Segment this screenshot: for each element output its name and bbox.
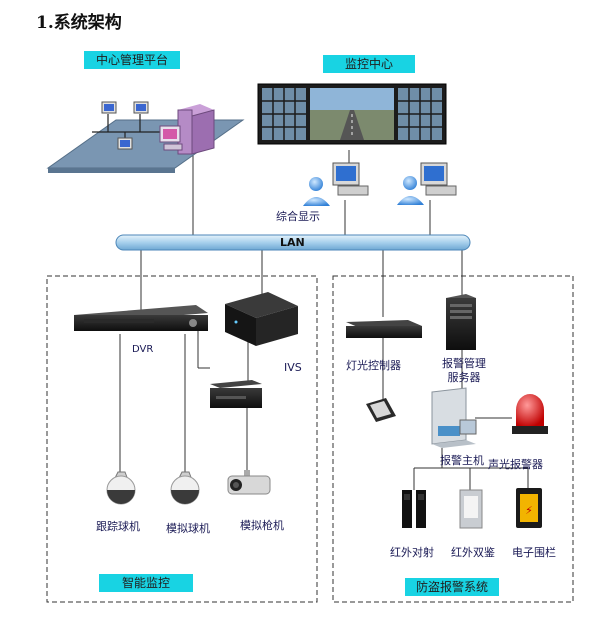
electric-fence-icon: ⚡ [516,488,542,528]
server-tower-icon [159,104,215,155]
dual-detector-icon [459,489,483,529]
platform-icon [46,101,245,173]
electric-fence-label: 电子围栏 [512,546,556,559]
analog-dome-camera-icon [170,471,200,505]
alarm-host-label: 报警主机 [440,454,484,467]
light-controller-label: 灯光控制器 [346,359,401,372]
alarm-server-icon [446,294,476,350]
light-controller-icon [346,320,422,338]
floodlight-icon [366,398,396,422]
dvr-label: DVR [132,344,154,355]
smart-monitor-label: 智能监控 [99,574,193,592]
display-label: 综合显示 [276,210,320,223]
lan-label: LAN [280,236,305,249]
monitor-center-label: 监控中心 [323,55,415,73]
alarm-system-label: 防盗报警系统 [405,578,499,596]
dvr-icon [74,305,208,331]
dual-detector-label: 红外双鉴 [451,546,495,559]
user-workstation-icon-2 [397,162,457,205]
video-wall-icon [257,83,447,145]
user-workstation-icon-1 [303,162,369,206]
analog-gun-label: 模拟枪机 [240,519,284,532]
siren-icon [512,394,548,434]
connection-lines [119,150,529,490]
ivs-label: IVS [284,361,302,374]
tracking-dome-camera-icon [106,471,136,505]
alarm-system-group [332,275,574,603]
center-platform-label: 中心管理平台 [84,51,180,69]
infrared-beam-label: 红外对射 [390,546,434,559]
ivs-icon [225,292,298,346]
analog-gun-camera-icon [227,470,271,495]
tracking-dome-label: 跟踪球机 [96,520,140,533]
lan-bus [115,234,471,251]
infrared-beam-icon [402,490,426,528]
alarm-server-label: 报警管理服务器 [442,357,486,384]
alarm-host-icon [431,387,477,448]
page-title: 1.系统架构 [36,13,122,33]
siren-label: 声光报警器 [488,458,543,471]
switch-box-icon [210,380,262,408]
svg-text:⚡: ⚡ [525,504,533,517]
analog-dome-label: 模拟球机 [166,522,210,535]
smart-monitor-group [46,275,318,603]
